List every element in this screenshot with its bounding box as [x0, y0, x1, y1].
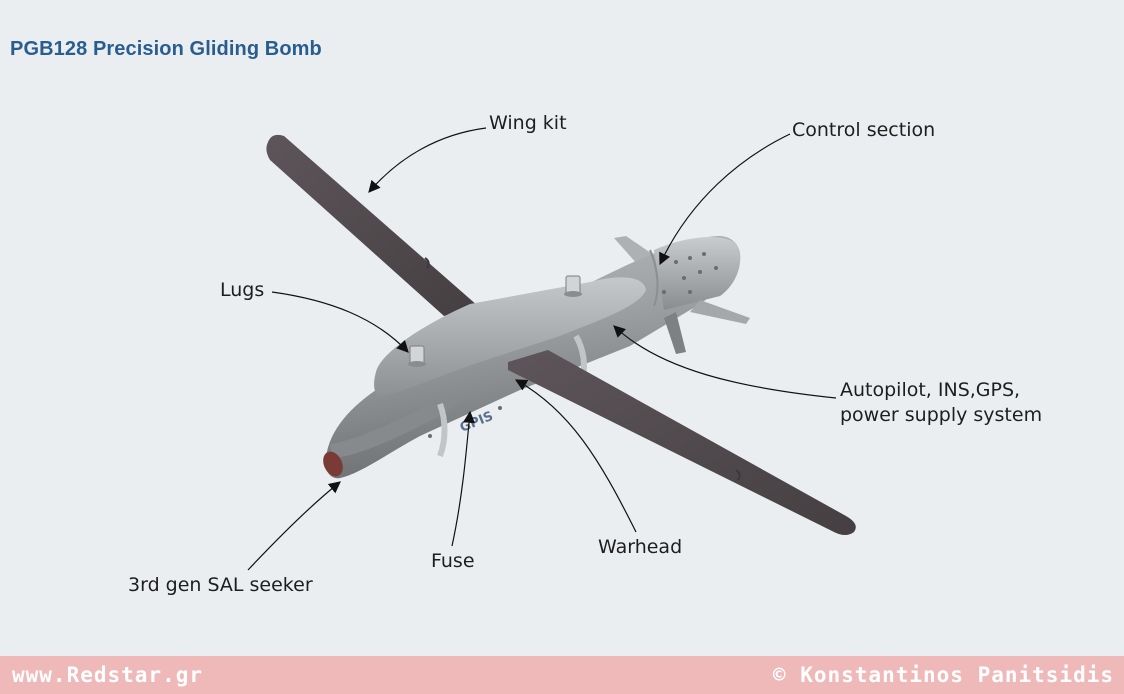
label-warhead: Warhead: [598, 536, 683, 558]
wing-lower: [508, 350, 856, 535]
label-autopilot-line2: power supply system: [840, 404, 1043, 426]
arrow-warhead: [514, 379, 637, 533]
arrow-control-section: [659, 133, 791, 266]
lug-rear: [564, 275, 582, 297]
arrow-seeker: [247, 481, 341, 571]
arrow-wing-kit: [368, 127, 487, 193]
lug-front: [408, 345, 426, 367]
fin-right: [690, 300, 750, 324]
label-control-section: Control section: [792, 119, 936, 141]
page-title: PGB128 Precision Gliding Bomb: [10, 38, 322, 60]
fin-bottom: [664, 312, 686, 354]
bomb-illustration: GPIS: [247, 127, 856, 571]
arrow-autopilot: [613, 325, 837, 399]
copyright-text: © Konstantinos Panitsidis: [772, 663, 1114, 687]
label-seeker: 3rd gen SAL seeker: [128, 574, 313, 596]
label-fuse: Fuse: [431, 550, 475, 572]
fuselage: [323, 236, 741, 479]
label-autopilot-line1: Autopilot, INS,GPS,: [840, 379, 1021, 401]
arrow-lugs: [271, 291, 409, 353]
wing-upper: [266, 134, 478, 316]
label-wing-kit: Wing kit: [489, 112, 567, 134]
arrow-fuse: [451, 410, 475, 547]
website-link[interactable]: www.Redstar.gr: [12, 663, 204, 687]
footer-bar: www.Redstar.gr © Konstantinos Panitsidis: [0, 656, 1124, 694]
label-lugs: Lugs: [220, 279, 265, 301]
